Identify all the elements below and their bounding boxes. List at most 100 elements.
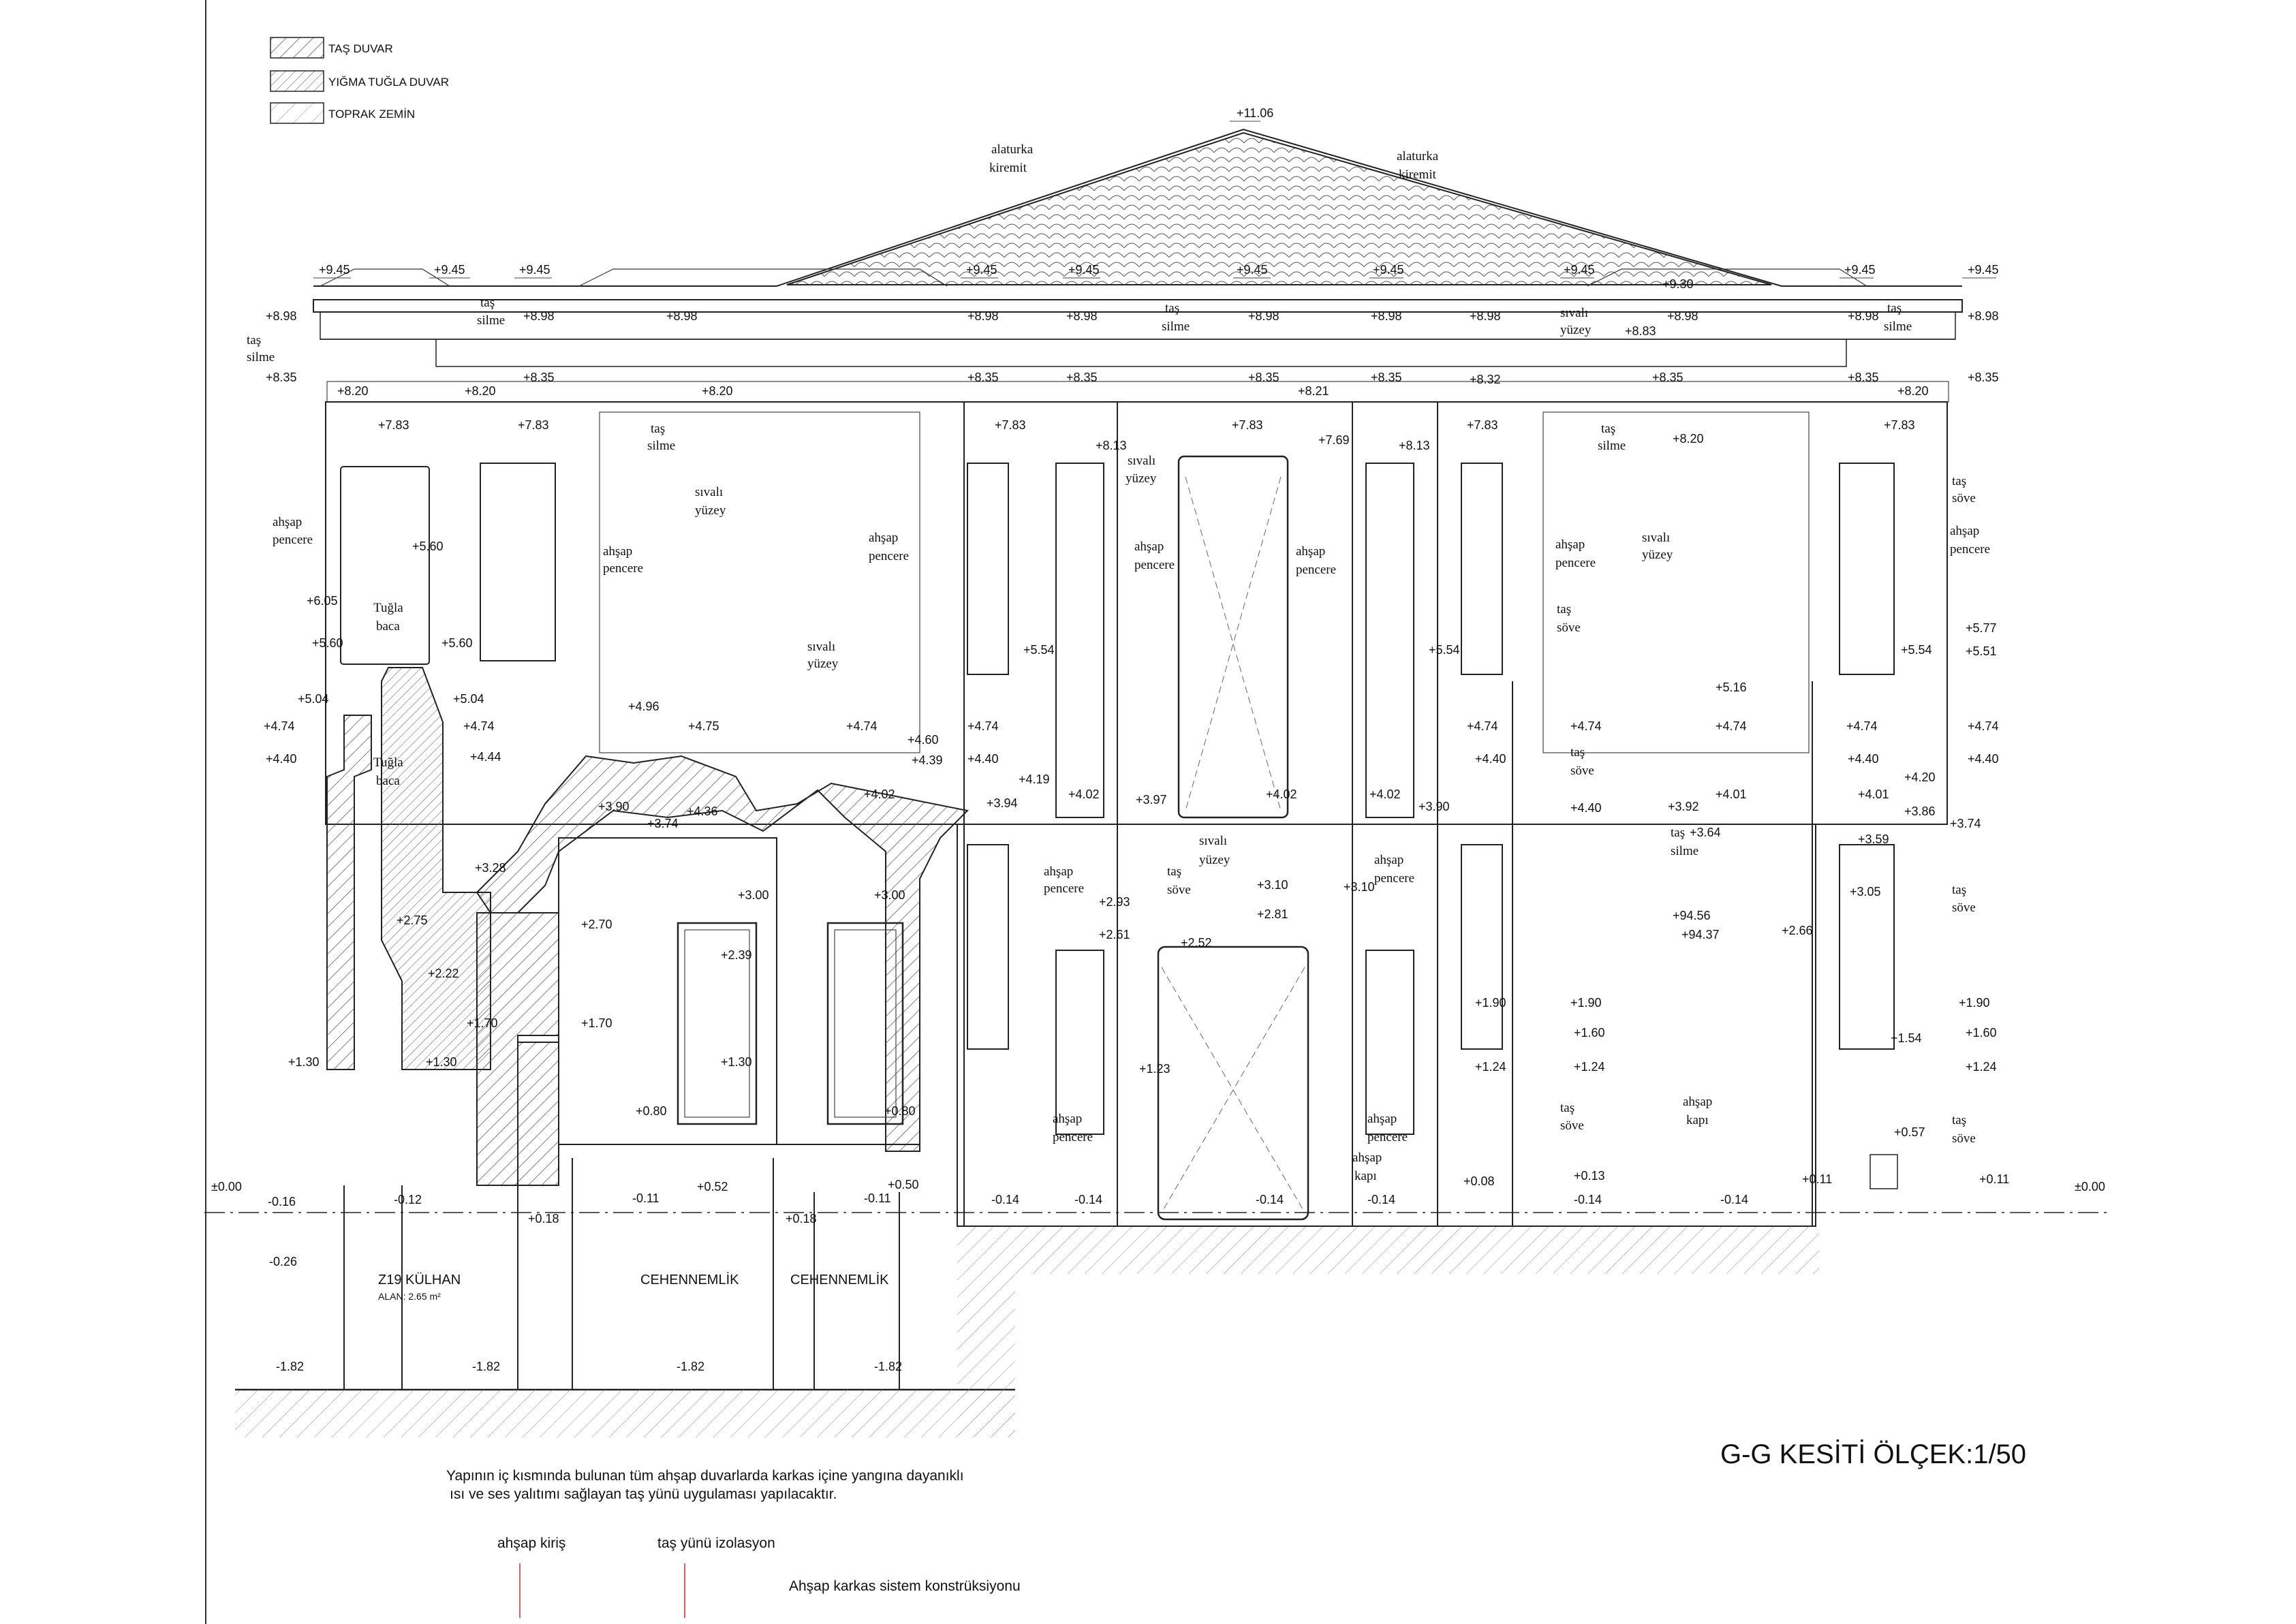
elev-mark: +7.83 bbox=[1884, 418, 1915, 432]
elev-mark: +8.20 bbox=[337, 384, 369, 398]
elev-mark: +94.37 bbox=[1681, 928, 1720, 941]
elev-mark: +7.83 bbox=[1467, 418, 1498, 432]
elev-mark: +4.40 bbox=[1968, 752, 1999, 766]
label-ahsap-pencere: pencere bbox=[1134, 558, 1175, 572]
elev-mark: +3.00 bbox=[874, 888, 905, 902]
elev-mark: +4.75 bbox=[688, 719, 719, 733]
elev-mark: +4.74 bbox=[264, 719, 295, 733]
elev-mark: -0.14 bbox=[1074, 1193, 1102, 1206]
label-sivali-yuzey: yüzey bbox=[1126, 471, 1157, 486]
elev-mark: +4.40 bbox=[266, 752, 297, 766]
elev-mark: +3.05 bbox=[1850, 885, 1881, 899]
label-tas-silme: taş bbox=[651, 422, 665, 436]
elev-mark: -0.14 bbox=[1256, 1193, 1284, 1206]
elev-mark: -1.82 bbox=[472, 1360, 500, 1373]
elev-mark: +3.97 bbox=[1136, 793, 1167, 807]
label-alaturka-kiremit-1b: kiremit bbox=[989, 161, 1027, 175]
notes: Yapının iç kısmında bulunan tüm ahşap du… bbox=[446, 1468, 1021, 1618]
elev-mark: +8.20 bbox=[1673, 432, 1704, 446]
elev-mark: -1.82 bbox=[677, 1360, 704, 1373]
elev-mark: +8.21 bbox=[1298, 384, 1329, 398]
elev-mark: +2.52 bbox=[1181, 936, 1212, 950]
elev-mark: +1.23 bbox=[1139, 1062, 1170, 1076]
elev-mark: +4.02 bbox=[1266, 787, 1297, 801]
label-ahsap-pencere: ahşap bbox=[1044, 864, 1073, 879]
elev-mark: +6.05 bbox=[307, 594, 338, 608]
lower-facade bbox=[957, 824, 1898, 1227]
elev-mark: +8.98 bbox=[967, 309, 999, 323]
label-tas-sove: söve bbox=[1952, 1131, 1976, 1146]
elev-mark: +9.45 bbox=[319, 263, 350, 277]
label-tas-sove: taş bbox=[1560, 1101, 1574, 1115]
elev-mark: +9.45 bbox=[1564, 263, 1595, 277]
label-ahsap-pencere: pencere bbox=[1296, 563, 1336, 577]
elev-mark: +0.11 bbox=[1802, 1172, 1832, 1186]
upper-windows bbox=[340, 455, 1895, 819]
elev-mark: +2.22 bbox=[428, 967, 459, 980]
label-sivali-yuzey: yüzey bbox=[807, 657, 839, 671]
elev-mark: -0.16 bbox=[268, 1195, 296, 1208]
elev-mark: +4.74 bbox=[967, 719, 999, 733]
elev-mark: +4.02 bbox=[1369, 787, 1401, 801]
elev-mark: +1.24 bbox=[1966, 1060, 1997, 1074]
elev-mark: +4.96 bbox=[628, 700, 660, 713]
elev-mark: +3.10 bbox=[1344, 880, 1375, 894]
legend-label-stone: TAŞ DUVAR bbox=[328, 42, 393, 55]
elev-mark: +0.50 bbox=[888, 1178, 919, 1191]
elev-mark: +4.01 bbox=[1858, 787, 1889, 801]
elev-mark: +5.16 bbox=[1716, 681, 1747, 694]
label-tas-silme: silme bbox=[1884, 319, 1912, 334]
elevation-leaders bbox=[313, 121, 1996, 279]
label-ahsap-pencere: ahşap bbox=[1374, 853, 1403, 867]
elev-mark: ±0.00 bbox=[2075, 1180, 2105, 1193]
elev-mark: -1.82 bbox=[276, 1360, 304, 1373]
label-tas-sove: taş bbox=[1952, 474, 1966, 488]
elev-mark: +8.98 bbox=[1470, 309, 1501, 323]
elevation-marks: +11.06 +9.45 +9.45 +9.45 +9.45 +9.45 +9.… bbox=[211, 106, 2105, 1373]
elev-mark: +3.59 bbox=[1858, 832, 1889, 846]
legend-label-brick: YIĞMA TUĞLA DUVAR bbox=[328, 76, 449, 89]
elev-mark: +8.98 bbox=[1066, 309, 1098, 323]
elev-mark: +8.98 bbox=[1667, 309, 1698, 323]
elev-mark: +8.35 bbox=[1371, 371, 1402, 384]
label-tas-sove: söve bbox=[1560, 1119, 1584, 1133]
elev-mark: +5.51 bbox=[1966, 644, 1997, 658]
label-sivali-yuzey: sıvalı bbox=[695, 485, 723, 499]
ground bbox=[204, 1212, 2112, 1437]
elev-mark: +1.60 bbox=[1966, 1026, 1997, 1040]
elev-mark: +4.40 bbox=[1570, 801, 1602, 815]
elev-mark: +0.52 bbox=[697, 1180, 728, 1193]
label-tugla-baca: baca bbox=[376, 619, 400, 634]
elev-mark: +3.10 bbox=[1257, 878, 1288, 892]
elev-mark: +4.60 bbox=[907, 733, 939, 747]
drawing-title: G-G KESİTİ ÖLÇEK:1/50 bbox=[1720, 1439, 2026, 1469]
label-tas-silme: taş bbox=[480, 296, 495, 310]
elev-mark: +4.01 bbox=[1716, 787, 1747, 801]
elev-mark: +9.45 bbox=[1068, 263, 1100, 277]
elev-mark: +7.83 bbox=[378, 418, 409, 432]
elev-mark: +3.94 bbox=[987, 796, 1018, 810]
elev-mark: +2.66 bbox=[1782, 924, 1813, 937]
label-sivali-yuzey: sıvalı bbox=[1642, 531, 1670, 545]
elev-mark: +7.83 bbox=[518, 418, 549, 432]
elev-mark: +11.06 bbox=[1237, 106, 1273, 120]
label-ahsap-pencere: ahşap bbox=[1134, 540, 1164, 554]
label-ahsap-pencere: pencere bbox=[1555, 556, 1596, 570]
elev-mark: -0.14 bbox=[1720, 1193, 1748, 1206]
elev-mark: +4.74 bbox=[1467, 719, 1498, 733]
label-ahsap-pencere: pencere bbox=[1053, 1130, 1093, 1144]
label-sivali-yuzey: sıvalı bbox=[1128, 454, 1155, 468]
elev-mark: +8.98 bbox=[666, 309, 698, 323]
elev-mark: +8.35 bbox=[1652, 371, 1684, 384]
elev-mark: +1.90 bbox=[1959, 996, 1990, 1010]
elev-mark: +7.83 bbox=[1232, 418, 1263, 432]
label-tugla-baca: baca bbox=[376, 774, 400, 788]
elev-mark: +4.39 bbox=[912, 753, 943, 767]
label-tas-silme: taş bbox=[1601, 422, 1615, 436]
label-tas-sove: söve bbox=[1167, 883, 1191, 897]
label-sivali-yuzey: sıvalı bbox=[1199, 834, 1227, 848]
label-ahsap-pencere: ahşap bbox=[1296, 544, 1325, 559]
detail-label-ahsap-kiris: ahşap kiriş bbox=[497, 1535, 565, 1551]
note-line-1: Yapının iç kısmında bulunan tüm ahşap du… bbox=[446, 1468, 964, 1484]
elev-mark: +4.02 bbox=[1068, 787, 1100, 801]
